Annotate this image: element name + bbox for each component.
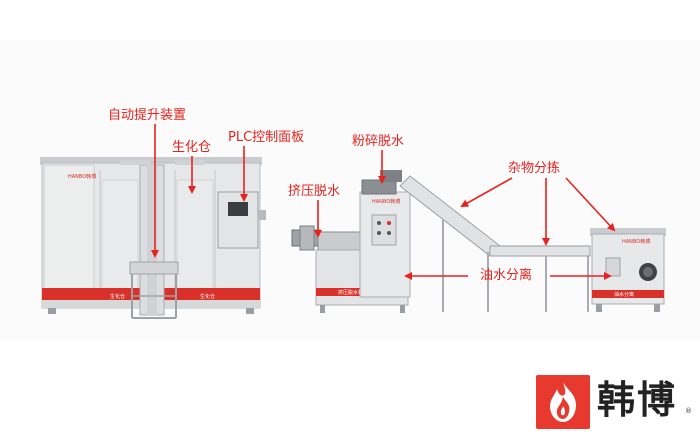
separator-nameplate: 油水分离 [614,291,634,298]
arrow-sort-1 [460,177,513,207]
label-sorting: 杂物分拣 [508,161,561,176]
plc-screen [228,202,248,216]
label-lift-device: 自动提升装置 [108,108,187,123]
brand-logo: 韩博 ® [531,370,699,432]
brand-plate-right: HANBO韩博 [622,238,650,245]
oil-water-separator: HANBO韩博 油水分离 [590,228,666,312]
logo-text: 韩博 [597,378,678,422]
sorting-conveyor [399,175,591,312]
bio-tank-machine: HANBO韩博 生化仓 生化仓 [40,157,266,319]
brand-plate-middle: HANBO韩博 [372,198,400,205]
registered-mark: ® [685,407,692,415]
annotation-arrows [151,124,616,280]
label-crush-dewater: 粉碎脱水 [352,134,405,149]
label-bio-tank: 生化仓 [172,140,212,155]
press-crusher-machine: 挤压脱水机 HANBO韩博 [291,170,411,313]
arrow-sort-3 [565,177,616,232]
left-nameplate-2: 生化仓 [200,293,215,300]
press-nameplate: 挤压脱水机 [338,289,363,296]
left-nameplate-1: 生化仓 [110,293,125,300]
label-plc-panel: PLC控制面板 [228,130,305,145]
label-oil-water: 油水分离 [480,268,533,283]
label-press-dewater: 挤压脱水 [288,184,341,199]
brand-plate-left: HANBO韩博 [68,173,96,180]
flame-logo-icon [536,375,590,429]
